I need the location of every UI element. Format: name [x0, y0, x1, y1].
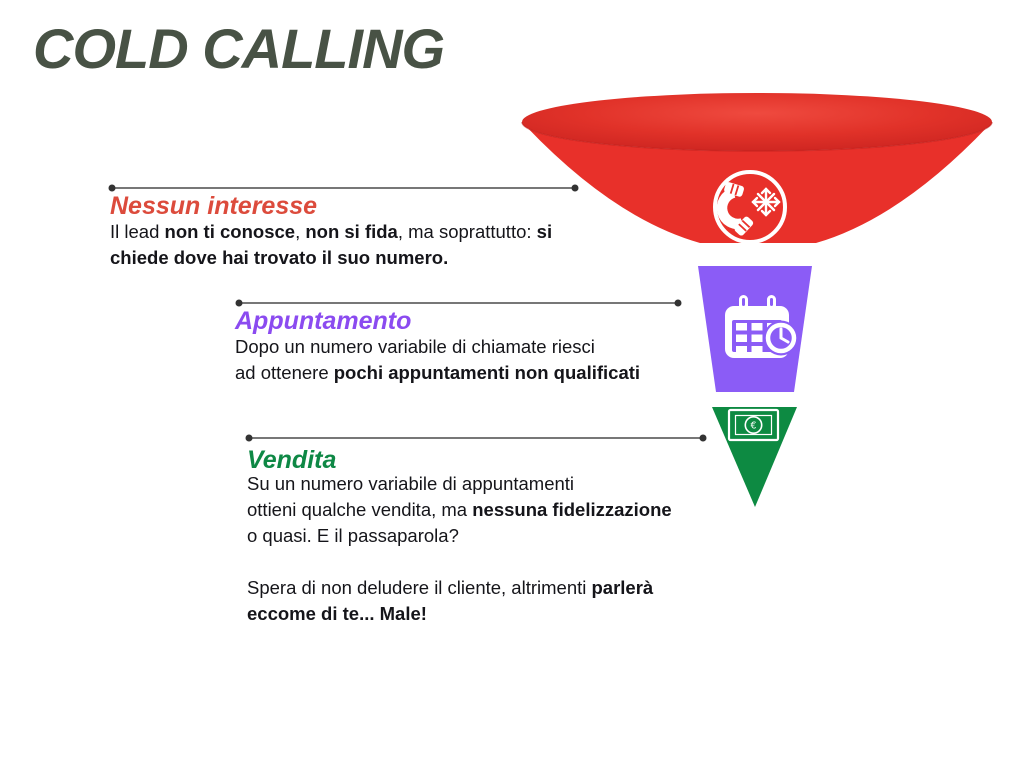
connector-dot	[699, 434, 707, 442]
funnel-stage-nessun-interesse	[522, 122, 992, 243]
section-body-appuntamento: Dopo un numero variabile di chiamate rie…	[235, 336, 641, 383]
calendar-clock-icon	[725, 295, 799, 358]
connector-dot	[245, 434, 253, 442]
svg-text:€: €	[750, 421, 756, 432]
section-heading-appuntamento: Appuntamento	[235, 307, 412, 335]
section-body-vendita: Su un numero variabile di appuntamenti o…	[247, 473, 672, 624]
connector-dot	[674, 299, 682, 307]
funnel-stage-vendita	[712, 407, 797, 507]
funnel-stage-1-top-disc	[522, 93, 992, 151]
section-heading-nessun-interesse: Nessun interesse	[110, 192, 318, 220]
page-title: COLD CALLING	[33, 17, 445, 80]
connector-dot	[108, 184, 116, 192]
connector-dot	[571, 184, 579, 192]
banknote-euro-icon: €	[727, 408, 780, 442]
funnel-stage-1-rim	[521, 121, 993, 152]
section-heading-vendita: Vendita	[247, 446, 337, 474]
connector-dot	[235, 299, 243, 307]
phone-snowflake-icon	[713, 170, 787, 244]
section-body-nessun-interesse: Il lead non ti conosce, non si fida, ma …	[110, 221, 553, 268]
